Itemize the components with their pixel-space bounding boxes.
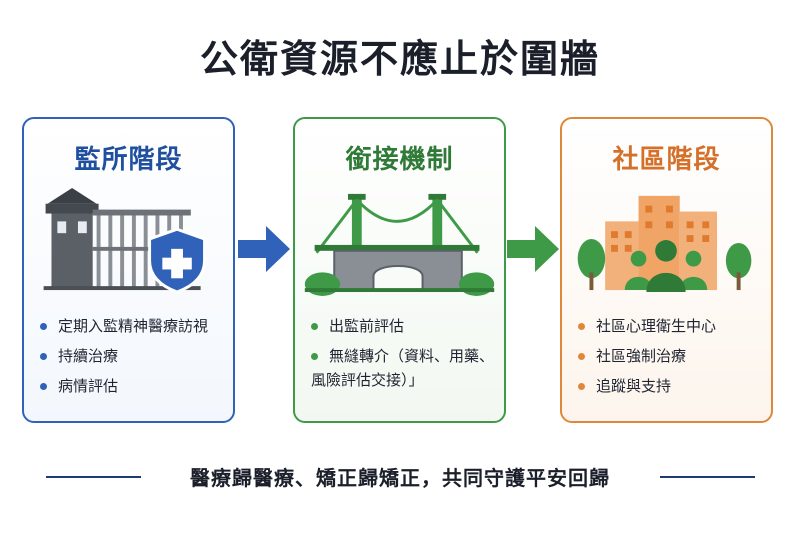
stage-panel-community: 社區階段 社區心理衛生中心 社區強制治療 追蹤與支持 xyxy=(560,117,773,423)
footer-divider-right xyxy=(660,476,755,478)
list-item-label: 出監前評估 xyxy=(329,317,405,335)
list-item: 無縫轉介（資料、用藥、 xyxy=(311,345,501,367)
list-item-label: 定期入監精神醫療訪視 xyxy=(58,317,209,335)
footer-divider-left xyxy=(46,476,141,478)
stage-panel-prison: 監所階段 定期入監精神醫療訪視 持續治療 病情評估 xyxy=(22,117,235,423)
bullet-dot xyxy=(578,383,585,390)
blue-arrow-icon xyxy=(238,226,290,272)
bullet-dot xyxy=(40,323,47,330)
prison-shield-icon xyxy=(43,188,207,294)
list-item-label: 社區強制治療 xyxy=(596,347,687,365)
list-item-label: 風險評估交接）」 xyxy=(311,371,424,389)
list-item: 定期入監精神醫療訪視 xyxy=(40,315,230,337)
list-item: 社區心理衛生中心 xyxy=(578,315,768,337)
list-item-label: 病情評估 xyxy=(58,377,119,395)
page-title: 公衛資源不應止於圍牆 xyxy=(199,37,600,81)
bullet-dot xyxy=(311,323,318,330)
bullet-dot xyxy=(578,353,585,360)
bullet-dot xyxy=(40,383,47,390)
list-item: 出監前評估 xyxy=(311,315,501,337)
bridge-icon xyxy=(304,193,495,296)
list-item: 社區強制治療 xyxy=(578,345,768,367)
footer-slogan: 醫療歸醫療、矯正歸矯正，共同守護平安回歸 xyxy=(190,466,610,490)
list-item-label: 持續治療 xyxy=(58,347,119,365)
list-item-label: 無縫轉介（資料、用藥、 xyxy=(329,347,495,365)
stage-panel-transition: 銜接機制 出監前評估 無縫轉介（資料、用藥、 風險評估交接）」 xyxy=(293,117,506,423)
list-item-label: 社區心理衛生中心 xyxy=(596,317,717,335)
stage-title: 監所階段 xyxy=(74,145,183,175)
list-item: 追蹤與支持 xyxy=(578,375,768,397)
bullet-dot xyxy=(578,323,585,330)
list-item: 病情評估 xyxy=(40,375,230,397)
stage-title: 社區階段 xyxy=(612,145,721,175)
community-buildings-icon xyxy=(577,195,752,293)
list-item-continuation: 風險評估交接）」 xyxy=(311,369,501,391)
stage-title: 銜接機制 xyxy=(345,145,454,175)
bullet-dot xyxy=(311,353,318,360)
green-arrow-icon xyxy=(507,226,559,272)
bullet-dot xyxy=(40,353,47,360)
list-item-label: 追蹤與支持 xyxy=(596,377,672,395)
list-item: 持續治療 xyxy=(40,345,230,367)
